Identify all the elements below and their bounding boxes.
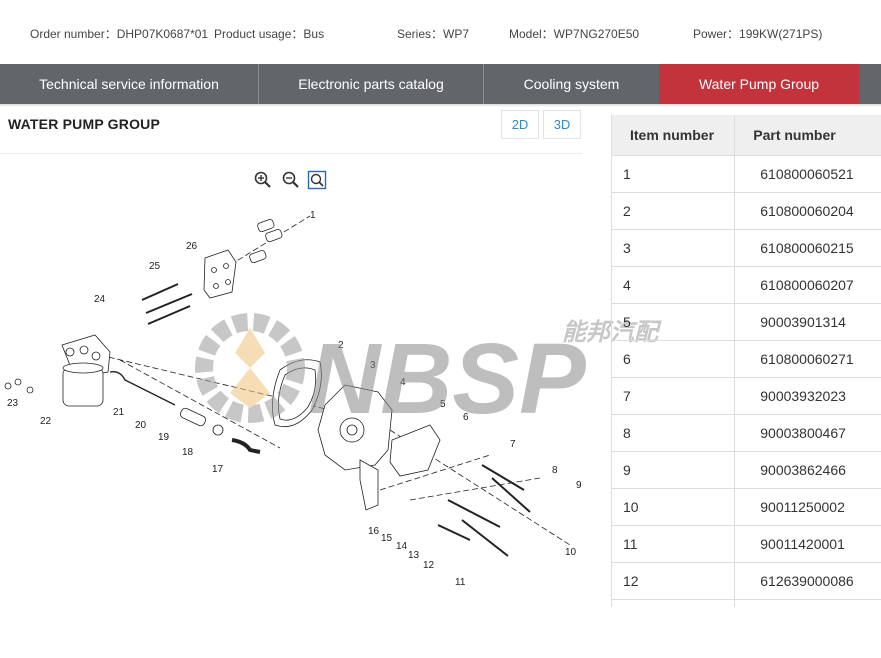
tab-technical-service-information[interactable]: Technical service information (0, 64, 259, 104)
callout-13: 13 (408, 550, 420, 561)
callout-21: 21 (113, 407, 125, 418)
fit-screen-icon[interactable] (307, 170, 327, 190)
item-number-cell: 7 (612, 377, 736, 415)
item-number-cell: 11 (612, 525, 736, 563)
callout-23: 23 (7, 398, 19, 409)
callout-2: 2 (338, 340, 344, 351)
callout-6: 6 (463, 412, 469, 423)
callout-18: 18 (182, 447, 194, 458)
item-number-cell: 2 (612, 192, 736, 230)
callout-5: 5 (440, 399, 446, 410)
column-header-part-number[interactable]: Part number (734, 115, 881, 156)
breadcrumb-nav: Technical service information Electronic… (0, 64, 881, 104)
part-number-cell[interactable]: 610800060521 (734, 155, 881, 193)
item-number-cell: 3 (612, 229, 736, 267)
nav-shadow (0, 104, 881, 107)
tab-cooling-system[interactable]: Cooling system (523, 76, 620, 92)
empty-cell (612, 599, 736, 607)
power: Power：199KW(271PS) (693, 27, 823, 41)
callout-10: 10 (565, 547, 577, 558)
part-number-cell[interactable]: 610800060204 (734, 192, 881, 230)
callout-14: 14 (396, 541, 408, 552)
callout-19: 19 (158, 432, 170, 443)
item-number-cell: 1 (612, 155, 736, 193)
callout-4: 4 (400, 377, 406, 388)
item-number-cell: 9 (612, 451, 736, 489)
page-title: WATER PUMP GROUP (8, 116, 161, 132)
callout-3: 3 (370, 360, 376, 371)
order-number: Order number：DHP07K0687*01 (30, 27, 209, 41)
part-number-cell[interactable]: 90011250002 (734, 488, 881, 526)
part-number-cell[interactable]: 90003800467 (734, 414, 881, 452)
callout-15: 15 (381, 533, 393, 544)
callout-16: 16 (368, 526, 380, 537)
part-number-cell[interactable]: 90011420001 (734, 525, 881, 563)
item-number-cell: 8 (612, 414, 736, 452)
order-info-bar: Order number：DHP07K0687*01 Product usage… (0, 0, 881, 64)
table-header-row: Item number Part number (612, 115, 881, 156)
part-number-cell[interactable]: 610800060215 (734, 229, 881, 267)
callout-22: 22 (40, 416, 52, 427)
part-number-cell[interactable]: 610800060271 (734, 340, 881, 378)
callout-9: 9 (576, 480, 582, 491)
callout-1: 1 (310, 210, 316, 221)
column-header-item-number[interactable]: Item number (612, 115, 736, 156)
exploded-parts-diagram[interactable]: 1 2 3 4 5 6 7 8 9 10 11 12 13 14 15 16 1… (0, 195, 582, 605)
callout-26: 26 (186, 241, 198, 252)
part-number-cell[interactable]: 90003901314 (734, 303, 881, 341)
callout-24: 24 (94, 294, 106, 305)
view-2d-button[interactable]: 2D (501, 110, 539, 139)
item-number-cell: 6 (612, 340, 736, 378)
part-number-cell[interactable]: 90003932023 (734, 377, 881, 415)
callout-20: 20 (135, 420, 147, 431)
series: Series：WP7 (397, 27, 470, 41)
callout-8: 8 (552, 465, 558, 476)
panel-divider (0, 153, 582, 154)
callout-17: 17 (212, 464, 224, 475)
zoom-in-icon[interactable] (253, 170, 273, 190)
part-number-cell[interactable]: 612639000086 (734, 562, 881, 600)
item-number-cell: 4 (612, 266, 736, 304)
item-number-cell: 12 (612, 562, 736, 600)
zoom-out-icon[interactable] (281, 170, 301, 190)
model: Model：WP7NG270E50 (509, 27, 640, 41)
item-number-cell: 10 (612, 488, 736, 526)
tab-water-pump-group[interactable]: Water Pump Group (659, 64, 859, 104)
view-3d-button[interactable]: 3D (543, 110, 581, 139)
callout-7: 7 (510, 439, 516, 450)
product-usage: Product usage：Bus (214, 27, 325, 41)
callout-11: 11 (455, 577, 466, 588)
callout-25: 25 (149, 261, 161, 272)
callout-12: 12 (423, 560, 435, 571)
empty-cell (734, 599, 881, 607)
table-row-partial (612, 599, 881, 607)
tab-electronic-parts-catalog[interactable]: Electronic parts catalog (259, 64, 484, 104)
item-number-cell: 5 (612, 303, 736, 341)
part-number-cell[interactable]: 90003862466 (734, 451, 881, 489)
part-number-cell[interactable]: 610800060207 (734, 266, 881, 304)
